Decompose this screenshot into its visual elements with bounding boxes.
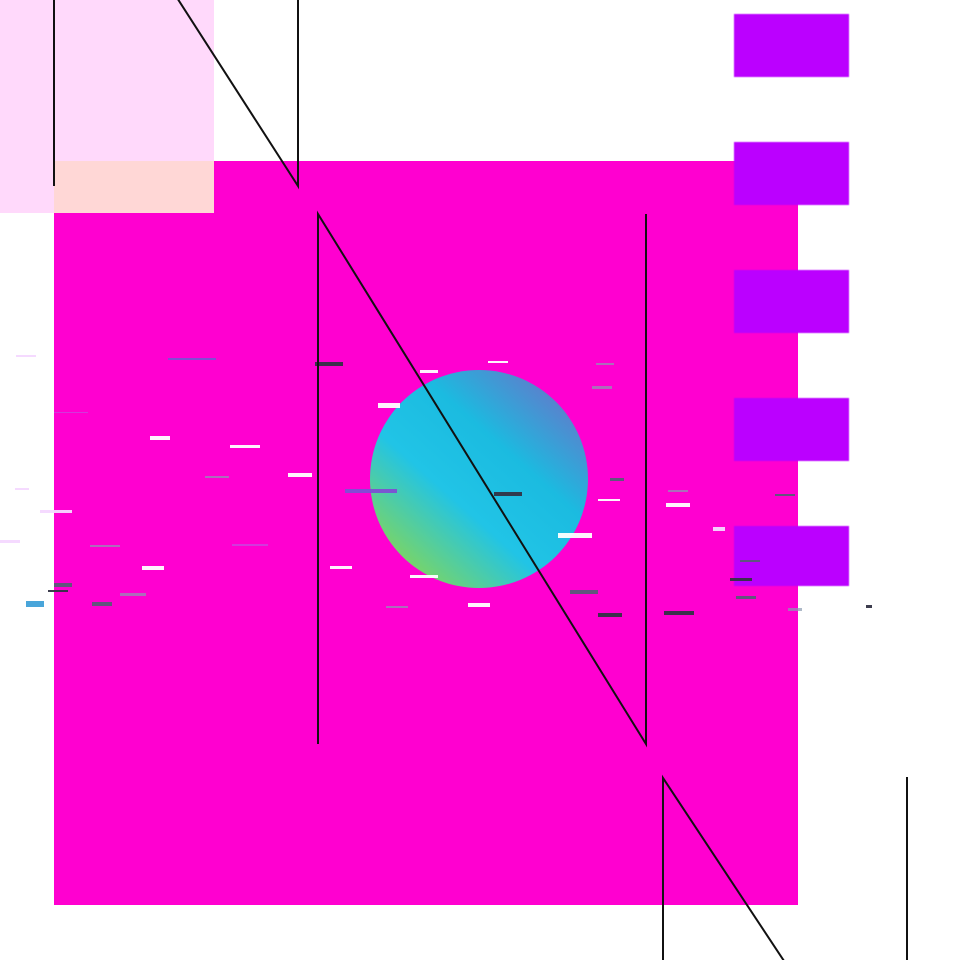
glitch-dash [0,540,20,543]
n-shape-bottom-right [662,774,785,960]
glitch-dash [205,476,229,478]
glitch-dash [16,355,36,357]
glitch-dash [54,412,88,413]
purple-bar-3 [734,270,849,333]
glitch-dash [345,489,397,493]
glitch-dash [386,606,408,608]
glitch-dash [598,499,620,501]
glitch-dash-group [0,355,872,617]
glitch-dash [666,503,690,507]
glitch-dash [288,473,312,477]
glitch-dash [788,608,802,611]
glitch-dash [736,596,756,599]
glitch-dash [315,362,343,366]
glitch-dash [598,613,622,617]
glitch-dash [558,533,592,538]
glitch-dash [142,566,164,570]
purple-bar-4 [734,398,849,461]
glitch-dash [120,593,146,596]
glitch-dash [664,611,694,615]
peach-overlap-block [54,161,214,213]
glitch-dash [730,578,752,581]
glitch-dash [713,527,725,531]
glitch-dash [468,603,490,607]
glitch-dash [378,403,400,408]
glitch-dash [740,560,760,562]
glitch-dash [596,363,614,365]
glitch-dash [230,445,260,448]
glitch-dash [15,488,29,490]
glitch-dash [410,575,438,578]
gradient-circle [370,370,588,588]
glitch-dash [232,544,268,546]
glitch-dash [90,545,120,547]
purple-bar-5 [734,526,849,586]
glitch-dash [48,590,68,592]
glitch-dash [26,601,44,607]
purple-bar-1 [734,14,849,77]
glitch-dash [592,386,612,389]
purple-bar-2 [734,142,849,205]
glitch-dash [668,490,688,492]
glitch-dash [488,361,508,363]
n-shape-center [317,210,647,748]
glitch-dash [866,605,872,608]
glitch-dash [92,602,112,606]
glitch-dash [420,370,438,373]
glitch-dash [150,436,170,440]
glitch-dash [54,583,72,587]
glitch-dash [330,566,352,569]
glitch-dash [775,494,795,496]
glitch-dash [168,358,216,360]
n-shape-top-left [53,0,299,190]
glitch-dash [610,478,624,481]
glitch-dash [494,492,522,496]
glitch-dash [40,510,72,513]
glitch-dash [570,590,598,594]
